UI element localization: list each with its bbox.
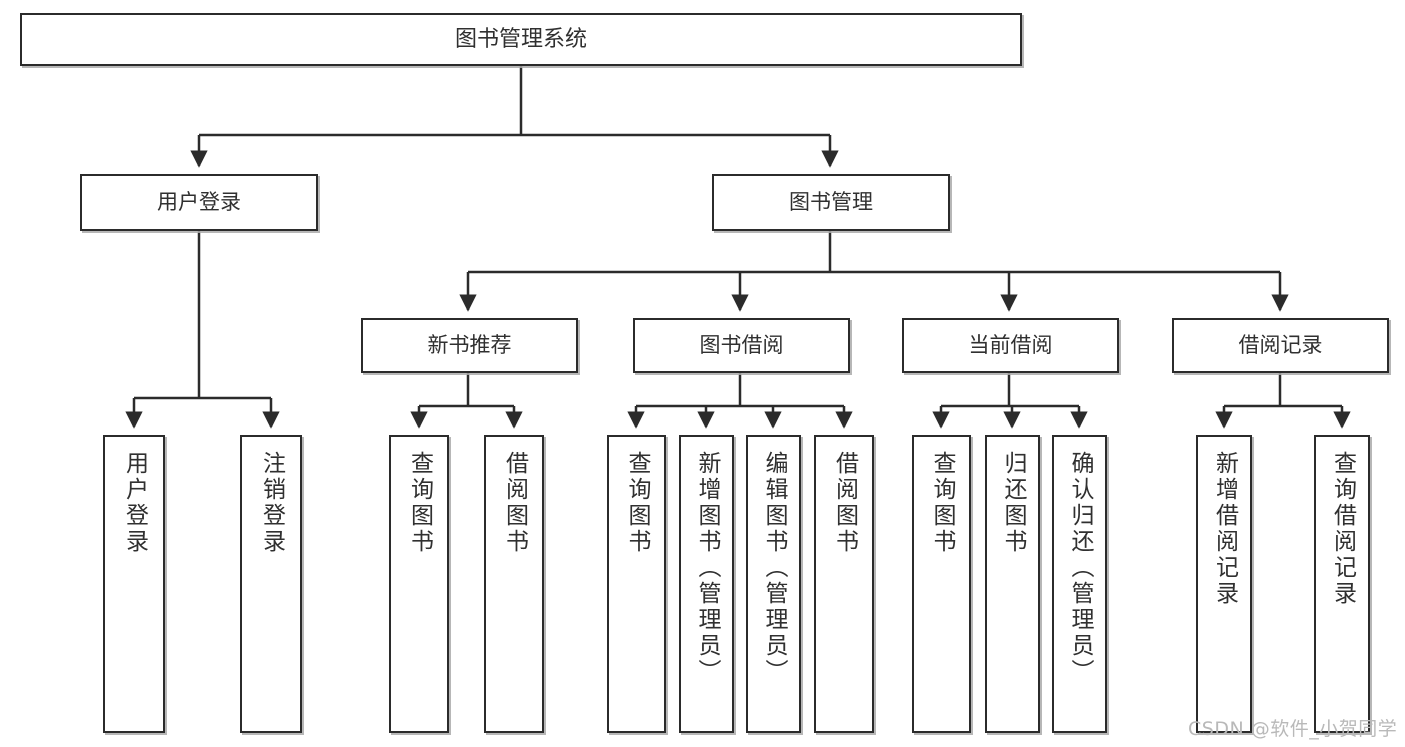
- node-leaf-add-book-label: 新增图书（管理员）: [694, 451, 720, 685]
- node-book-borrow-label: 图书借阅: [699, 333, 784, 358]
- csdn-watermark: CSDN @软件_小贺同学: [1188, 718, 1398, 740]
- node-new-book-recommend-label: 新书推荐: [427, 333, 512, 358]
- node-leaf-user-logout[interactable]: 注销登录: [240, 435, 302, 733]
- node-new-book-recommend[interactable]: 新书推荐: [361, 318, 578, 373]
- node-leaf-add-borrow-record-label: 新增借阅记录: [1211, 451, 1238, 607]
- node-leaf-return-book[interactable]: 归还图书: [985, 435, 1040, 733]
- node-leaf-edit-book-label: 编辑图书（管理员）: [761, 451, 787, 685]
- node-leaf-query-book-1-label: 查询图书: [406, 451, 433, 555]
- node-borrow-record[interactable]: 借阅记录: [1172, 318, 1389, 373]
- node-user-login[interactable]: 用户登录: [80, 174, 318, 231]
- node-book-borrow[interactable]: 图书借阅: [633, 318, 850, 373]
- node-leaf-borrow-book-1-label: 借阅图书: [501, 451, 528, 555]
- node-leaf-query-book-3-label: 查询图书: [929, 451, 955, 555]
- node-root[interactable]: 图书管理系统: [20, 13, 1022, 66]
- node-user-login-label: 用户登录: [157, 190, 241, 215]
- node-leaf-user-login-label: 用户登录: [121, 451, 148, 555]
- node-leaf-query-book-2-label: 查询图书: [624, 451, 650, 555]
- node-leaf-user-logout-label: 注销登录: [258, 451, 285, 555]
- node-leaf-confirm-return[interactable]: 确认归还（管理员）: [1052, 435, 1107, 733]
- node-leaf-return-book-label: 归还图书: [1000, 451, 1026, 555]
- node-leaf-borrow-book-2-label: 借阅图书: [831, 451, 858, 555]
- node-borrow-record-label: 借阅记录: [1238, 333, 1323, 358]
- node-leaf-user-login[interactable]: 用户登录: [103, 435, 165, 733]
- node-book-manage[interactable]: 图书管理: [712, 174, 950, 231]
- node-current-borrow[interactable]: 当前借阅: [902, 318, 1119, 373]
- node-leaf-borrow-book-1[interactable]: 借阅图书: [484, 435, 544, 733]
- node-leaf-query-book-1[interactable]: 查询图书: [389, 435, 449, 733]
- node-leaf-query-borrow-record-label: 查询借阅记录: [1329, 451, 1356, 607]
- node-leaf-borrow-book-2[interactable]: 借阅图书: [814, 435, 874, 733]
- node-book-manage-label: 图书管理: [789, 190, 873, 215]
- node-leaf-add-book[interactable]: 新增图书（管理员）: [679, 435, 734, 733]
- node-leaf-query-borrow-record[interactable]: 查询借阅记录: [1314, 435, 1370, 733]
- node-root-label: 图书管理系统: [454, 26, 587, 52]
- node-leaf-query-book-2[interactable]: 查询图书: [607, 435, 666, 733]
- node-leaf-query-book-3[interactable]: 查询图书: [912, 435, 971, 733]
- node-leaf-edit-book[interactable]: 编辑图书（管理员）: [746, 435, 801, 733]
- node-leaf-confirm-return-label: 确认归还（管理员）: [1067, 451, 1093, 685]
- node-leaf-add-borrow-record[interactable]: 新增借阅记录: [1196, 435, 1252, 733]
- node-current-borrow-label: 当前借阅: [968, 333, 1053, 358]
